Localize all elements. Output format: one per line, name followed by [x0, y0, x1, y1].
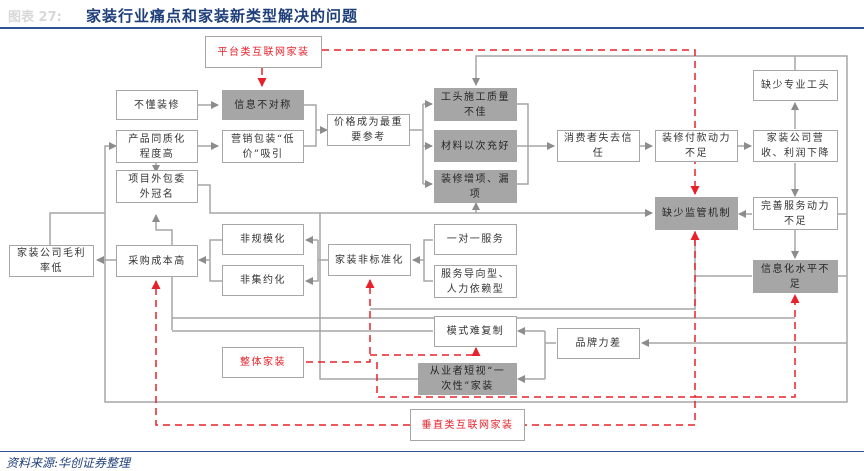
node-dont-understand: 不懂装修 — [116, 90, 198, 120]
node-brand-weak: 品牌力差 — [557, 328, 640, 359]
node-non-central: 非集约化 — [222, 265, 304, 296]
figure-title: 家装行业痛点和家装新类型解决的问题 — [86, 7, 359, 25]
edge-info-price — [304, 104, 317, 147]
source-note: 资料来源:华创证券整理 — [6, 456, 131, 470]
node-material-substitute: 材料以次充好 — [434, 130, 517, 162]
source-divider — [0, 451, 864, 452]
edge-whole-replicate — [370, 347, 481, 356]
node-price-ref: 价格成为最重要参考 — [327, 114, 410, 146]
node-info-asymmetry: 信息不对称 — [222, 90, 304, 120]
node-low-it: 信息化水平不足 — [753, 260, 838, 293]
node-high-purchase: 采购成本高 — [116, 245, 198, 277]
node-short-sighted: 从业者短视“一次性”家装 — [418, 363, 517, 395]
node-service-motivation: 完善服务动力不足 — [753, 197, 838, 230]
figure-header: 图表 27: 家装行业痛点和家装新类型解决的问题 — [0, 0, 864, 29]
node-homogeneous: 产品同质化程度高 — [116, 130, 198, 163]
edge-outsource-supervision — [198, 184, 653, 217]
edge-purchase-outsource — [152, 214, 173, 330]
node-marketing-lowprice: 营销包装“低价”吸引 — [222, 130, 304, 163]
node-lost-trust: 消费者失去信任 — [557, 130, 640, 162]
node-service-oriented: 服务导向型、人力依赖型 — [434, 265, 517, 298]
node-hard-replicate: 模式难复制 — [434, 316, 517, 347]
node-lack-supervision: 缺少监管机制 — [655, 197, 738, 230]
edge-to-noncentral — [305, 260, 319, 285]
edge-mid-rail — [319, 213, 433, 380]
node-lack-workers: 缺少专业工头 — [753, 70, 838, 101]
edge-workers-quality — [472, 55, 796, 86]
node-non-scale: 非规模化 — [222, 224, 304, 255]
node-insufficient-payment: 装修付款动力不足 — [655, 130, 738, 162]
edge-whole-it — [695, 294, 800, 398]
edge-vertical-purchase — [151, 280, 410, 426]
edge-nonscale-merge — [209, 239, 222, 282]
node-one-to-one: 一对一服务 — [434, 224, 517, 255]
figure-label: 图表 27: — [8, 10, 62, 25]
edge-whole-loop — [376, 231, 700, 398]
edge-right-rail — [104, 55, 848, 403]
node-non-standard: 家装非标准化 — [328, 244, 411, 276]
edge-margin-up — [49, 212, 105, 245]
title-divider — [0, 27, 864, 29]
node-outsourcing: 项目外包委外冠名 — [116, 170, 198, 203]
node-extra-items: 装修增项、漏项 — [434, 170, 517, 203]
edge-whole-nonstd — [306, 279, 375, 363]
node-low-margin: 家装公司毛利率低 — [9, 245, 94, 277]
node-revenue-decline: 家装公司营收、利润下降 — [753, 130, 838, 162]
edge-dark-merge — [517, 103, 529, 185]
node-vertical-internet: 垂直类互联网家装 — [410, 409, 525, 441]
edge-service-merge — [423, 239, 433, 282]
edge-vertical-right — [520, 397, 696, 426]
node-whole-decor: 整体家装 — [222, 347, 304, 378]
node-poor-quality: 工头施工质量不佳 — [434, 88, 517, 121]
node-platform-internet: 平台类互联网家装 — [205, 36, 322, 68]
